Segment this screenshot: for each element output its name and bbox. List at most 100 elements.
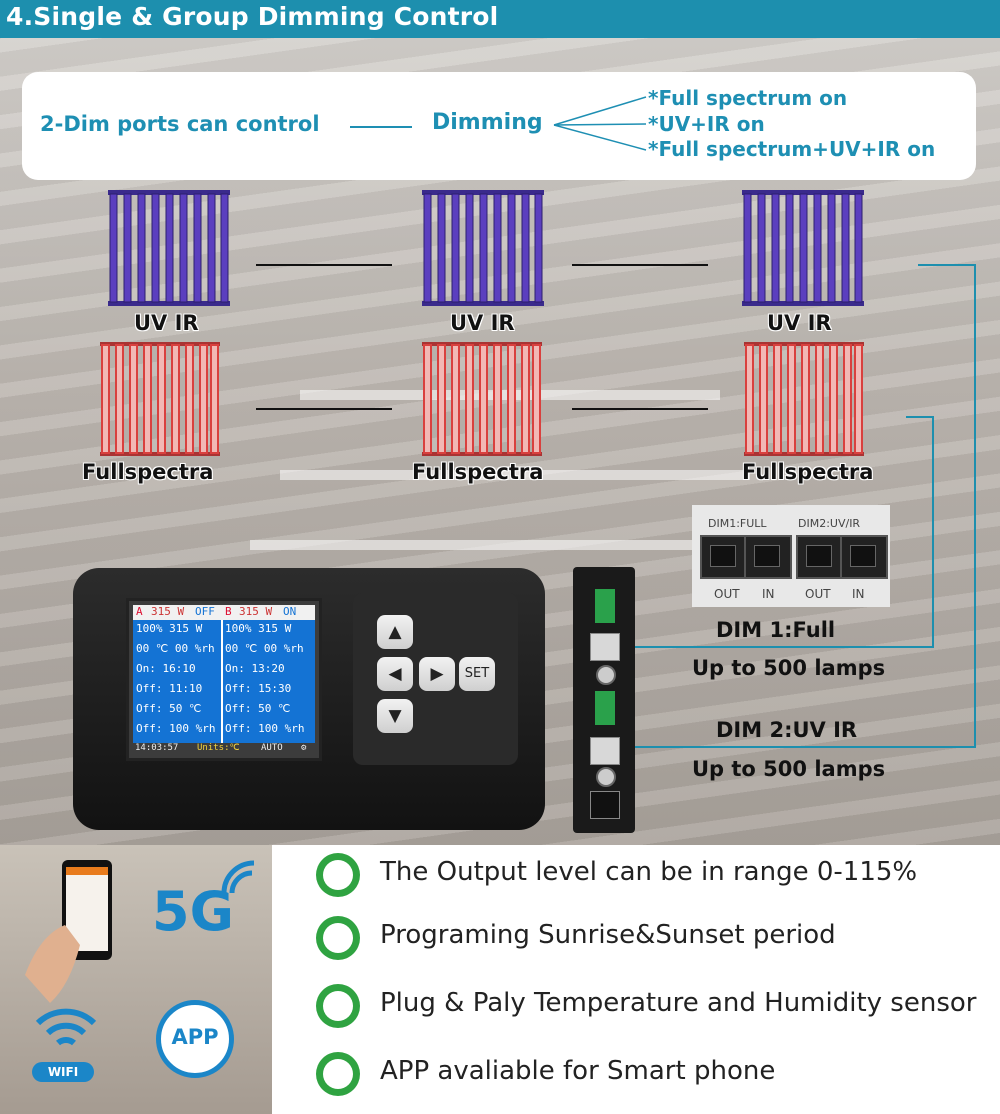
bulb-icon: [316, 853, 360, 897]
b-row-4: Off: 15:30: [225, 682, 292, 695]
b-row-6: Off: 100 %rh: [225, 722, 305, 735]
dimming-fan-lines: [553, 96, 647, 151]
a-row-5: Off: 50 ℃: [136, 702, 202, 715]
wire-uv-bottom: [634, 746, 976, 748]
zone-b-letter: B: [225, 605, 232, 618]
feature-text-1: The Output level can be in range 0-115%: [380, 857, 918, 887]
feature-text-2: Programing Sunrise&Sunset period: [380, 920, 836, 950]
dim1-title: DIM 1:Full: [716, 618, 836, 642]
port2-label: DIM2:UV/IR: [798, 517, 861, 530]
settings-gear-icon: ⚙: [301, 743, 307, 753]
full-connector-2: [572, 408, 708, 410]
wifi-waves-icon: [221, 860, 255, 894]
uv-ir-label-1: UV IR: [134, 311, 199, 335]
dim1-in-port: [744, 535, 792, 579]
option-full-uv-ir: *Full spectrum+UV+IR on: [648, 137, 936, 161]
wire-full-top: [906, 416, 934, 418]
dim2-in-label: IN: [852, 587, 865, 601]
wire-full-bottom: [634, 646, 934, 648]
fullspectra-label-2: Fullspectra: [412, 460, 544, 484]
fullspectra-lamp-1: [100, 342, 220, 456]
uv-ir-lamp-3: [742, 190, 864, 306]
smartphone-icon: [25, 860, 112, 1003]
dim-port-panel: DIM1:FULL DIM2:UV/IR OUT IN OUT IN: [692, 505, 890, 607]
dim2-subtitle: Up to 500 lamps: [692, 757, 886, 781]
terminal-block-1: [595, 589, 615, 623]
controller-keypad: ▲ ◀ ▶ SET ▼: [353, 593, 518, 765]
lcd-units: Units:℃: [197, 743, 240, 753]
lcd-time: 14:03:57: [135, 743, 179, 753]
dim2-out-port: [796, 535, 844, 579]
port1-label: DIM1:FULL: [708, 517, 767, 530]
feature-text-4: APP avaliable for Smart phone: [380, 1056, 776, 1086]
dim-ports-text: 2-Dim ports can control: [40, 112, 320, 136]
down-key[interactable]: ▼: [377, 699, 413, 733]
wifi-badge: WIFI: [32, 1062, 94, 1082]
zone-b-state: ON: [283, 605, 297, 618]
a-row-1: 100% 315 W: [136, 622, 203, 635]
dim1-out-label: OUT: [714, 587, 740, 601]
wifi-icon: [35, 1008, 97, 1046]
phone-app-icon: [316, 1052, 360, 1096]
a-row-4: Off: 11:10: [136, 682, 203, 695]
wire-uv-vertical: [974, 264, 976, 748]
a-row-6: Off: 100 %rh: [136, 722, 216, 735]
uv-ir-lamp-1: [108, 190, 230, 306]
b-row-5: Off: 50 ℃: [225, 702, 291, 715]
power-jack: [590, 791, 620, 819]
lcd-mode: AUTO: [261, 743, 283, 753]
controller-unit: A 315 W OFF B 315 W ON 100% 315 W 100% 31…: [73, 568, 545, 830]
a-row-3: On: 16:10: [136, 662, 196, 675]
wire-full-vertical: [932, 416, 934, 648]
lcd-header-row: A 315 W OFF B 315 W ON: [133, 605, 315, 620]
section-header: 4.Single & Group Dimming Control: [0, 0, 1000, 38]
5g-badge: 5G: [152, 880, 234, 943]
right-key[interactable]: ▶: [419, 657, 455, 691]
left-key[interactable]: ◀: [377, 657, 413, 691]
dim1-subtitle: Up to 500 lamps: [692, 656, 886, 680]
clock-icon: [316, 916, 360, 960]
app-badge-text: APP: [171, 1025, 219, 1049]
fullspectra-label-3: Fullspectra: [742, 460, 874, 484]
controller-screen: A 315 W OFF B 315 W ON 100% 315 W 100% 31…: [126, 598, 322, 761]
option-full-spectrum: *Full spectrum on: [648, 86, 848, 110]
dimming-label: Dimming: [432, 110, 543, 135]
feature-text-3: Plug & Paly Temperature and Humidity sen…: [380, 988, 977, 1018]
fullspectra-lamp-3: [744, 342, 864, 456]
dim1-in-label: IN: [762, 587, 775, 601]
zone-b-power: 315 W: [239, 605, 273, 618]
b-row-2: 00 ℃ 00 %rh: [225, 642, 304, 655]
indicator-1: [596, 665, 616, 685]
b-row-1: 100% 315 W: [225, 622, 292, 635]
uv-ir-lamp-2: [422, 190, 544, 306]
lamp-jack-1: [590, 633, 620, 661]
uv-ir-label-3: UV IR: [767, 311, 832, 335]
section-title: 4.Single & Group Dimming Control: [6, 2, 499, 31]
a-row-2: 00 ℃ 00 %rh: [136, 642, 215, 655]
set-key[interactable]: SET: [459, 657, 495, 691]
uv-connector-1: [256, 264, 392, 266]
dim2-in-port: [840, 535, 888, 579]
dim2-title: DIM 2:UV IR: [716, 718, 858, 742]
dim-adapter-device: [573, 567, 635, 833]
dim2-out-label: OUT: [805, 587, 831, 601]
indicator-2: [596, 767, 616, 787]
sensor-icon: [316, 984, 360, 1028]
lcd-status-bar: 14:03:57 Units:℃ AUTO ⚙: [133, 743, 315, 757]
uv-connector-2: [572, 264, 708, 266]
zone-a-power: 315 W: [151, 605, 185, 618]
zone-a-state: OFF: [195, 605, 215, 618]
full-connector-1: [256, 408, 392, 410]
lcd-divider: [221, 605, 223, 743]
app-badge: APP: [156, 1000, 234, 1078]
dimming-info-box: 2-Dim ports can control Dimming *Full sp…: [22, 72, 976, 180]
uv-ir-label-2: UV IR: [450, 311, 515, 335]
lcd-display: A 315 W OFF B 315 W ON 100% 315 W 100% 31…: [133, 605, 315, 743]
fullspectra-lamp-2: [422, 342, 542, 456]
b-row-3: On: 13:20: [225, 662, 285, 675]
dim-connector-line: [350, 126, 412, 128]
wire-uv-top: [918, 264, 976, 266]
option-uv-ir: *UV+IR on: [648, 112, 765, 136]
lamp-jack-2: [590, 737, 620, 765]
up-key[interactable]: ▲: [377, 615, 413, 649]
